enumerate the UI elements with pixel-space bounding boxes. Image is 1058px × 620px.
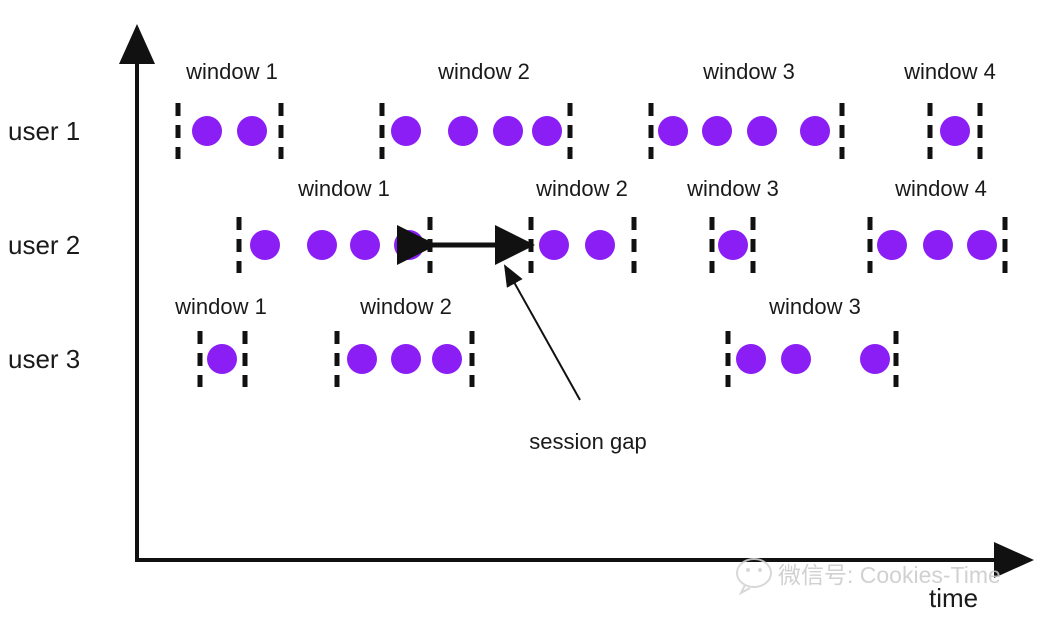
event-dot xyxy=(718,230,748,260)
window-label: window 4 xyxy=(903,59,996,84)
watermark-text: 微信号: Cookies-Time xyxy=(778,562,1001,588)
event-dot xyxy=(448,116,478,146)
event-dot xyxy=(192,116,222,146)
watermark: 微信号: Cookies-Time xyxy=(736,558,1001,596)
event-dot xyxy=(347,344,377,374)
event-dot xyxy=(250,230,280,260)
session-window: window 2 xyxy=(528,176,637,273)
event-dot xyxy=(781,344,811,374)
window-label: window 3 xyxy=(768,294,861,319)
window-label: window 3 xyxy=(686,176,779,201)
session-gap-annotation: session gap xyxy=(504,264,647,454)
session-window: window 2 xyxy=(334,294,475,387)
session-window: window 3 xyxy=(648,59,845,159)
window-label: window 2 xyxy=(359,294,452,319)
event-dot xyxy=(923,230,953,260)
event-dot xyxy=(585,230,615,260)
event-dot xyxy=(967,230,997,260)
event-dot xyxy=(532,116,562,146)
annotation-pointer-line xyxy=(504,264,581,401)
event-dot xyxy=(877,230,907,260)
event-dot xyxy=(658,116,688,146)
event-dot xyxy=(860,344,890,374)
event-dot xyxy=(391,116,421,146)
event-dot xyxy=(702,116,732,146)
window-label: window 2 xyxy=(535,176,628,201)
timeline-row: user 1 window 1 window 2 window 3 window 4 xyxy=(8,59,996,159)
session-window: window 2 xyxy=(379,59,573,159)
timeline-row: user 2 window 1 window 2 window 3 window 4 xyxy=(8,176,1008,273)
session-window: window 1 xyxy=(236,176,433,273)
event-dot xyxy=(307,230,337,260)
window-label: window 3 xyxy=(702,59,795,84)
x-axis-label: time xyxy=(929,583,978,613)
window-label: window 4 xyxy=(894,176,987,201)
user-label-2: user 2 xyxy=(8,230,80,260)
event-dot xyxy=(394,230,424,260)
session-window: window 4 xyxy=(903,59,996,159)
session-window: window 3 xyxy=(686,176,779,273)
session-window: window 3 xyxy=(725,294,899,387)
event-dot xyxy=(940,116,970,146)
user-label-1: user 1 xyxy=(8,116,80,146)
event-dot xyxy=(493,116,523,146)
session-window: window 1 xyxy=(174,294,267,387)
event-dot xyxy=(237,116,267,146)
event-dot xyxy=(391,344,421,374)
wechat-icon xyxy=(736,558,772,596)
event-dot xyxy=(350,230,380,260)
event-dot xyxy=(736,344,766,374)
window-label: window 1 xyxy=(185,59,278,84)
session-gap-label: session gap xyxy=(529,429,646,454)
event-dot xyxy=(747,116,777,146)
session-window: window 1 xyxy=(175,59,284,159)
window-label: window 1 xyxy=(174,294,267,319)
event-dot xyxy=(539,230,569,260)
event-dot xyxy=(207,344,237,374)
session-window: window 4 xyxy=(867,176,1008,273)
user-label-3: user 3 xyxy=(8,344,80,374)
window-label: window 1 xyxy=(297,176,390,201)
axes-group: time xyxy=(119,24,1034,613)
event-dot xyxy=(800,116,830,146)
event-dot xyxy=(432,344,462,374)
window-label: window 2 xyxy=(437,59,530,84)
timeline-row: user 3 window 1 window 2 window 3 xyxy=(8,294,899,387)
